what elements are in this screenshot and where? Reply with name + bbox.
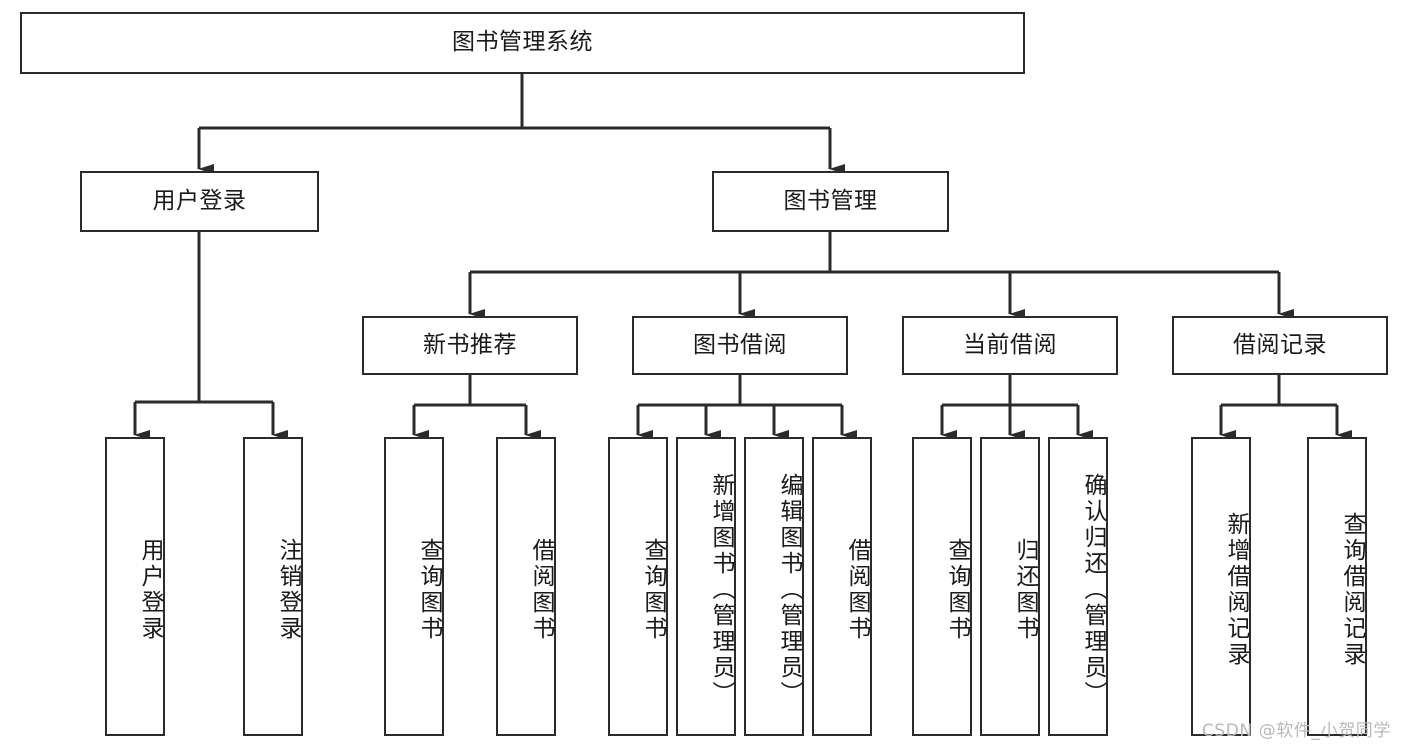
node-book-management-label: 图书管理 xyxy=(783,187,878,214)
leaf-label: 新增借阅记录 xyxy=(1223,511,1249,668)
leaf-label: 查询图书 xyxy=(416,537,442,642)
leaf-new-book-query[interactable]: 查询图书 xyxy=(384,437,444,736)
leaf-borrow-record-add[interactable]: 新增借阅记录 xyxy=(1191,437,1251,736)
leaf-label: 用户登录 xyxy=(137,537,163,642)
node-current-borrow[interactable]: 当前借阅 xyxy=(902,316,1118,375)
node-borrow-record-label: 借阅记录 xyxy=(1233,331,1327,358)
leaf-book-borrow-query[interactable]: 查询图书 xyxy=(608,437,668,736)
leaf-book-borrow-add[interactable]: 新增图书（管理员） xyxy=(676,437,736,736)
leaf-label: 编辑图书（管理员） xyxy=(776,472,802,707)
node-user-login-label: 用户登录 xyxy=(152,187,247,214)
node-root[interactable]: 图书管理系统 xyxy=(20,12,1025,74)
node-current-borrow-label: 当前借阅 xyxy=(963,331,1057,358)
node-book-management[interactable]: 图书管理 xyxy=(712,171,949,232)
leaf-user-login-logout[interactable]: 注销登录 xyxy=(243,437,303,736)
leaf-label: 借阅图书 xyxy=(528,537,554,642)
leaf-book-borrow-borrow[interactable]: 借阅图书 xyxy=(812,437,872,736)
leaf-label: 借阅图书 xyxy=(844,537,870,642)
node-root-label: 图书管理系统 xyxy=(452,29,593,56)
leaf-label: 查询借阅记录 xyxy=(1339,511,1365,668)
leaf-current-borrow-query[interactable]: 查询图书 xyxy=(912,437,972,736)
node-user-login[interactable]: 用户登录 xyxy=(80,171,319,232)
node-new-book-recommend[interactable]: 新书推荐 xyxy=(362,316,578,375)
leaf-label: 查询图书 xyxy=(640,537,666,642)
leaf-label: 新增图书（管理员） xyxy=(708,472,734,707)
leaf-label: 查询图书 xyxy=(944,537,970,642)
node-borrow-record[interactable]: 借阅记录 xyxy=(1172,316,1388,375)
leaf-current-borrow-confirm-return[interactable]: 确认归还（管理员） xyxy=(1048,437,1108,736)
leaf-user-login-login[interactable]: 用户登录 xyxy=(105,437,165,736)
leaf-new-book-borrow[interactable]: 借阅图书 xyxy=(496,437,556,736)
leaf-book-borrow-edit[interactable]: 编辑图书（管理员） xyxy=(744,437,804,736)
csdn-watermark: CSDN @软件_小贺同学 xyxy=(1201,721,1391,741)
leaf-label: 归还图书 xyxy=(1012,537,1038,642)
leaf-label: 确认归还（管理员） xyxy=(1080,472,1106,707)
node-book-borrow[interactable]: 图书借阅 xyxy=(632,316,848,375)
node-new-book-recommend-label: 新书推荐 xyxy=(423,331,517,358)
leaf-current-borrow-return[interactable]: 归还图书 xyxy=(980,437,1040,736)
node-book-borrow-label: 图书借阅 xyxy=(693,331,787,358)
leaf-borrow-record-query[interactable]: 查询借阅记录 xyxy=(1307,437,1367,736)
leaf-label: 注销登录 xyxy=(275,537,301,642)
